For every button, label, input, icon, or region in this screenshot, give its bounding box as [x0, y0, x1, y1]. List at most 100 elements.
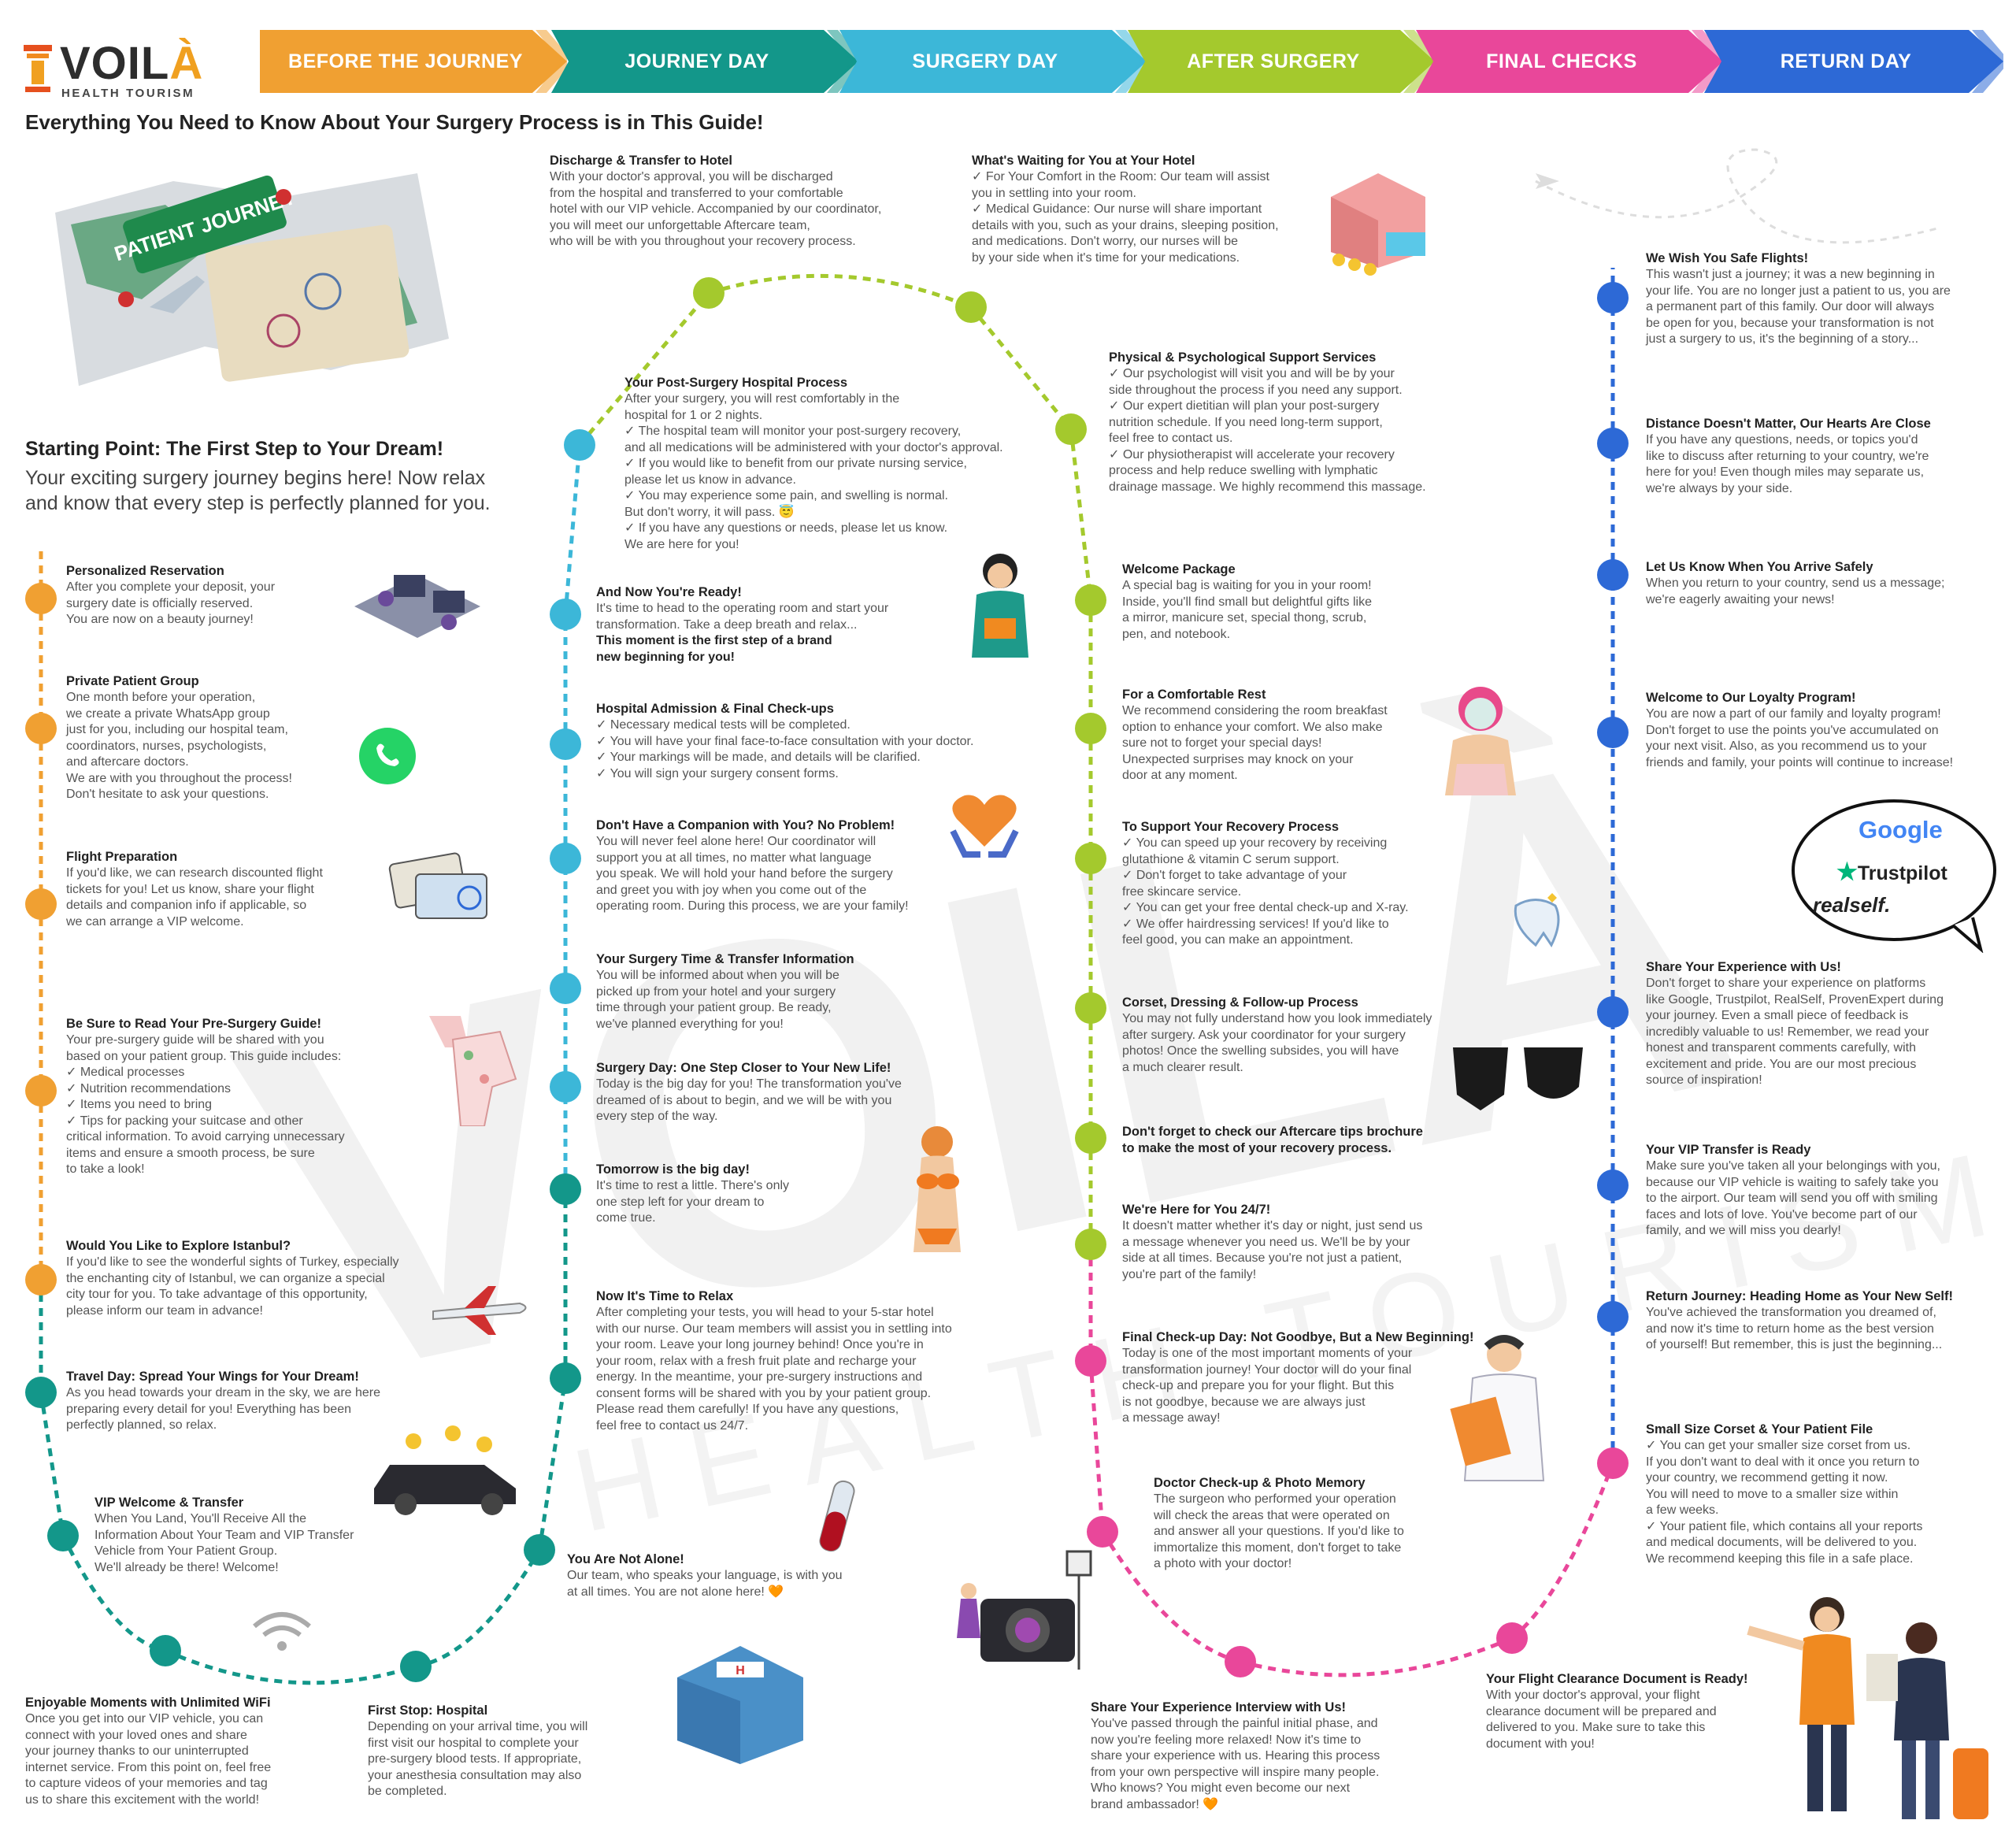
trustpilot-star-icon: ★ [1836, 859, 1858, 885]
step-26: Don't forget to check our Aftercare tips… [1122, 1124, 1423, 1157]
google-logo: Google [1858, 816, 1943, 843]
hospital-building-illustration: H [677, 1646, 803, 1764]
path-segment [415, 1548, 542, 1669]
step-36: Welcome to Our Loyalty Program!You are n… [1646, 690, 1953, 771]
step-21: Physical & Psychological Support Service… [1109, 350, 1426, 495]
step-33: Return Journey: Heading Home as Your New… [1646, 1288, 1953, 1354]
tooth-icon [1514, 893, 1560, 947]
step-marker-34 [1597, 1170, 1629, 1201]
path-segment [563, 444, 582, 615]
step-title: Doctor Check-up & Photo Memory [1154, 1476, 1366, 1490]
step-title: Your Post-Surgery Hospital Process [624, 376, 848, 390]
step-body: If you'd like to see the wonderful sight… [66, 1255, 399, 1318]
step-title: Tomorrow is the big day! [596, 1162, 750, 1177]
phase-banner-label: BEFORE THE JOURNEY [288, 50, 523, 72]
trustpilot-logo: ★Trustpilot [1836, 859, 1947, 885]
step-title: Your Flight Clearance Document is Ready! [1486, 1672, 1748, 1686]
step-title: We're Here for You 24/7! [1122, 1203, 1271, 1217]
step-body: When You Land, You'll Receive All the In… [94, 1512, 354, 1574]
step-title: Enjoyable Moments with Unlimited WiFi [25, 1696, 271, 1710]
passport-map-illustration: PATIENT JOURNEY [55, 173, 449, 386]
step-title: Final Check-up Day: Not Goodbye, But a N… [1122, 1330, 1474, 1344]
step-body: Today is one of the most important momen… [1122, 1347, 1413, 1425]
step-10: You Are Not Alone!Our team, who speaks y… [567, 1551, 843, 1600]
path-segment [1510, 1462, 1615, 1640]
step-body: ✓ For Your Comfort in the Room: Our team… [972, 170, 1279, 265]
step-body: This wasn't just a journey; it was a new… [1646, 268, 1951, 346]
step-body: Don't forget to share your experience on… [1646, 977, 1944, 1087]
flight-tickets-icon [388, 852, 487, 919]
step-marker-4 [25, 1075, 57, 1106]
step-body: Today is the big day for you! The transf… [596, 1077, 902, 1123]
step-title: Physical & Psychological Support Service… [1109, 350, 1377, 365]
path-segment [164, 1648, 417, 1685]
svg-text:H: H [736, 1664, 745, 1677]
step-body: After completing your tests, you will he… [596, 1306, 952, 1433]
step-title: Would You Like to Explore Istanbul? [66, 1239, 291, 1253]
step-title: Let Us Know When You Arrive Safely [1646, 560, 1873, 574]
step-marker-17 [550, 599, 581, 630]
step-marker-1 [25, 583, 57, 614]
step-title: Corset, Dressing & Follow-up Process [1122, 995, 1358, 1010]
step-24: To Support Your Recovery Process ✓ You ca… [1122, 819, 1409, 949]
airplane-icon [432, 1286, 527, 1335]
path-segment [1088, 1360, 1105, 1533]
step-body: We recommend considering the room breakf… [1122, 704, 1388, 782]
step-4: Be Sure to Read Your Pre-Surgery Guide!Y… [66, 1016, 345, 1178]
wifi-icon [253, 1612, 311, 1651]
step-marker-13 [550, 1071, 581, 1103]
path-segment [969, 306, 1073, 431]
brand-subtitle: HEALTH TOURISM [61, 87, 195, 100]
step-title: Small Size Corset & Your Patient File [1646, 1422, 1873, 1436]
hotel-building-illustration [1331, 173, 1425, 276]
step-30: Share Your Experience Interview with Us!… [1091, 1700, 1380, 1813]
step-marker-19 [693, 277, 724, 309]
step-body: With your doctor's approval, your flight… [1486, 1688, 1717, 1751]
step-marker-6 [25, 1377, 57, 1408]
step-marker-33 [1597, 1301, 1629, 1333]
step-body: You will never feel alone here! Our coor… [596, 835, 909, 913]
bikini-woman-illustration [914, 1126, 961, 1252]
step-27: We're Here for You 24/7!It doesn't matte… [1122, 1202, 1422, 1283]
step-body: ✓ You can get your smaller size corset f… [1646, 1439, 1923, 1566]
phase-banner-label: RETURN DAY [1780, 50, 1912, 72]
intro-body: Your exciting surgery journey begins her… [25, 467, 491, 514]
step-5: Would You Like to Explore Istanbul? If yo… [66, 1238, 399, 1319]
step-marker-26 [1075, 1122, 1106, 1154]
step-body: You may not fully understand how you loo… [1122, 1012, 1432, 1074]
step-marker-10 [524, 1534, 555, 1566]
phase-banner-1: BEFORE THE JOURNEY [260, 30, 567, 93]
realself-logo: realself. [1813, 893, 1891, 917]
step-body: When you return to your country, send us… [1646, 576, 1945, 606]
step-marker-29 [1087, 1516, 1118, 1548]
step-body: A special bag is waiting for you in your… [1122, 579, 1372, 641]
phase-banner-label: JOURNEY DAY [624, 50, 769, 72]
step-marker-11 [550, 1362, 581, 1394]
step-marker-8 [150, 1635, 181, 1666]
photo-shoot-illustration [957, 1550, 1092, 1670]
step-title: Surgery Day: One Step Closer to Your New… [596, 1061, 891, 1075]
step-title: Travel Day: Spread Your Wings for Your D… [66, 1370, 359, 1384]
step-marker-3 [25, 888, 57, 920]
step-marker-23 [1075, 713, 1106, 744]
review-platforms-bubble: Google ★Trustpilot realself. [1788, 795, 2000, 953]
step-marker-31 [1496, 1622, 1528, 1654]
step-title: Now It's Time to Relax [596, 1289, 734, 1303]
phase-banner-arrow-6 [1704, 30, 2003, 93]
step-marker-37 [1597, 559, 1629, 591]
path-segment [1069, 428, 1093, 601]
whatsapp-icon [359, 728, 416, 784]
step-body: ✓ You can speed up your recovery by rece… [1122, 836, 1409, 947]
blood-tube-icon [819, 1480, 855, 1552]
pajamas-illustration [429, 1016, 517, 1126]
step-marker-24 [1075, 843, 1106, 874]
phase-banner-label: SURGERY DAY [912, 50, 1058, 72]
facial-mask-woman-illustration [1445, 687, 1516, 795]
step-title: To Support Your Recovery Process [1122, 820, 1340, 834]
intro-title: Starting Point: The First Step to Your D… [25, 438, 444, 460]
